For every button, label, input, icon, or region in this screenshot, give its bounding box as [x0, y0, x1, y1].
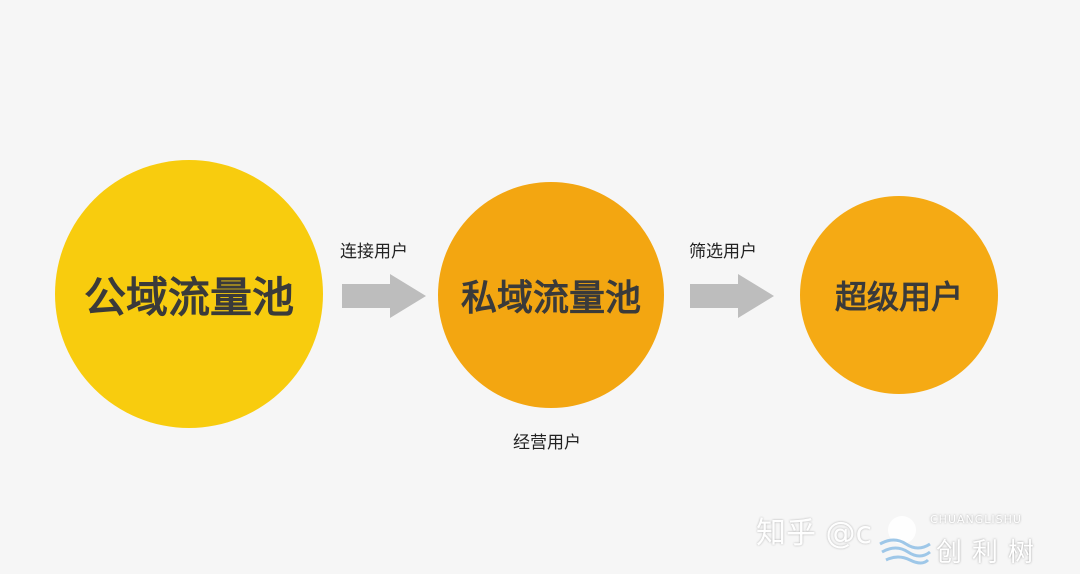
super-users-node: 超级用户 [800, 196, 998, 394]
arrow-right-icon [690, 274, 774, 318]
public-traffic-pool-label: 公域流量池 [83, 272, 294, 322]
filter-users-label: 筛选用户 [689, 242, 757, 262]
super-users-label: 超级用户 [834, 278, 963, 316]
connect-users-label: 连接用户 [340, 242, 408, 262]
private-traffic-pool-node: 私域流量池 [438, 182, 664, 408]
zhihu-watermark: 知乎 @c [756, 516, 873, 551]
private-traffic-pool-label: 私域流量池 [460, 278, 641, 319]
operate-users-label: 经营用户 [513, 433, 581, 453]
public-traffic-pool-node: 公域流量池 [55, 160, 323, 428]
arrow-right-icon [342, 274, 426, 318]
brand-chinese-text: 创利树 [936, 538, 1045, 568]
brand-latin-text: CHUANGLISHU [930, 513, 1022, 526]
brand-logo-icon [879, 516, 931, 565]
